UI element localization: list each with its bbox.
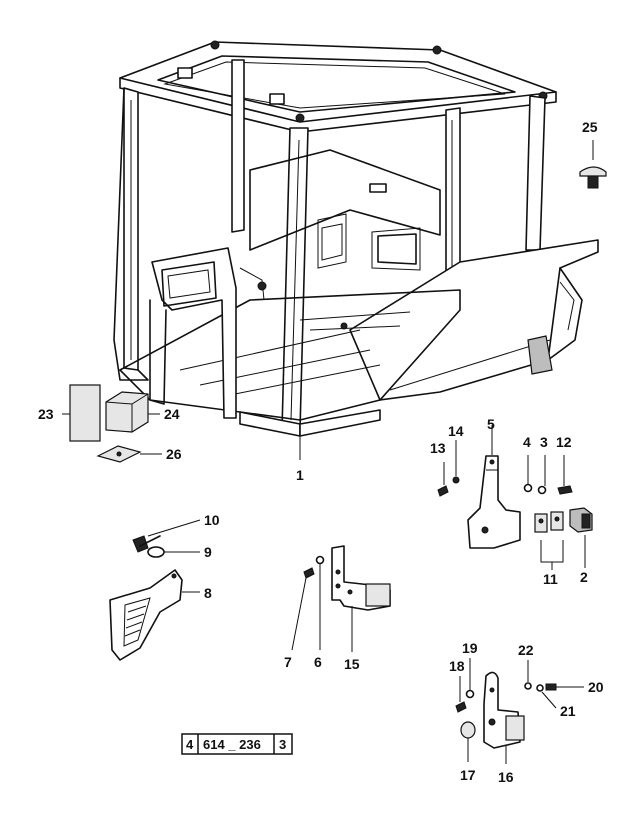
parts-5-13-14 [437, 425, 521, 549]
callout-4: 4 [523, 434, 531, 450]
callout-14: 14 [448, 423, 464, 439]
callout-20: 20 [588, 679, 604, 695]
callout-26: 26 [166, 446, 182, 462]
callout-8: 8 [204, 585, 212, 601]
callout-12: 12 [556, 434, 572, 450]
callout-16: 16 [498, 769, 514, 785]
callout-19: 19 [462, 640, 478, 656]
callout-1: 1 [296, 467, 304, 483]
parts-8-9-10 [109, 519, 201, 661]
callout-18: 18 [449, 658, 465, 674]
reference-box: 4 614 _ 236 3 [181, 733, 293, 755]
reference-box-left: 4 [186, 737, 194, 752]
cab-frame [113, 40, 599, 437]
callout-7: 7 [284, 654, 292, 670]
callout-6: 6 [314, 654, 322, 670]
callout-5: 5 [487, 416, 495, 432]
callout-21: 21 [560, 703, 576, 719]
callout-11: 11 [543, 571, 558, 587]
callout-13: 13 [430, 440, 446, 456]
reference-box-code: 614 _ 236 [203, 737, 261, 752]
callout-25: 25 [582, 119, 598, 135]
callout-2: 2 [580, 569, 588, 585]
parts-6-7-15 [291, 545, 391, 652]
part-25-knob [579, 140, 607, 189]
parts-23-24-26 [62, 384, 162, 463]
callout-23: 23 [38, 406, 54, 422]
callout-10: 10 [204, 512, 220, 528]
callout-9: 9 [204, 544, 212, 560]
callout-15: 15 [344, 656, 360, 672]
parts-16-22 [455, 658, 584, 764]
callout-22: 22 [518, 642, 534, 658]
reference-box-right: 3 [279, 737, 286, 752]
callout-17: 17 [460, 767, 476, 783]
callout-24: 24 [164, 406, 180, 422]
callout-3: 3 [540, 434, 548, 450]
parts-2-3-4-11-12 [523, 455, 593, 570]
